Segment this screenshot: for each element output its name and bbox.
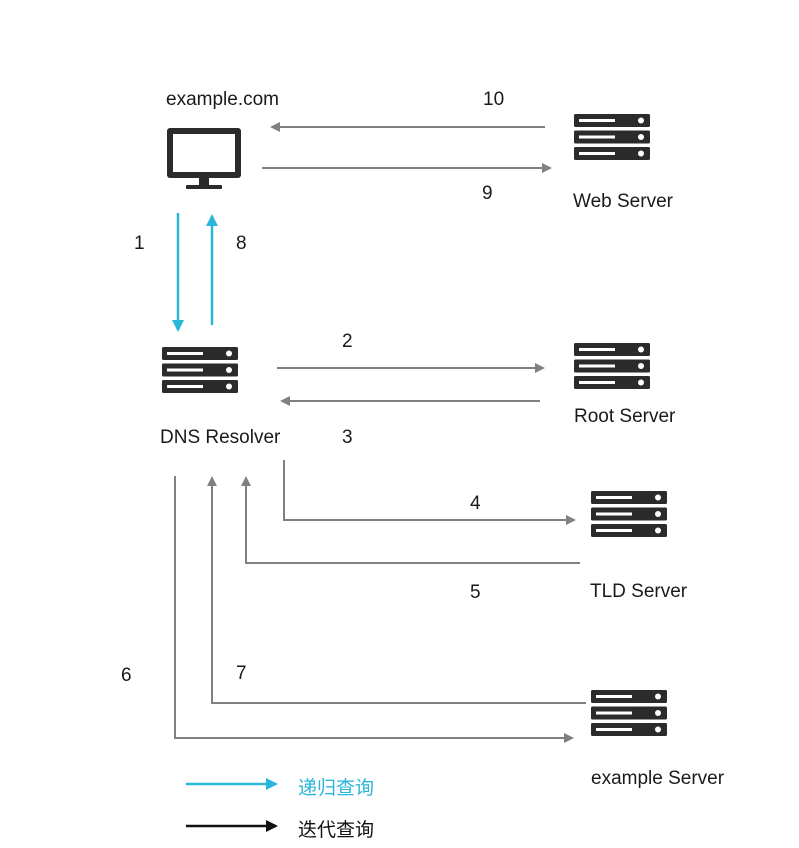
legend-iterative-label: 迭代查询 — [298, 820, 375, 841]
root-server-label: Root Server — [574, 406, 676, 427]
step-number-9: 9 — [482, 183, 493, 204]
tld-server-label: TLD Server — [590, 581, 688, 602]
server-icon — [162, 347, 238, 393]
step-number-2: 2 — [342, 331, 353, 352]
arrow-step-6 — [174, 476, 574, 743]
server-icon — [574, 343, 650, 389]
server-icon — [591, 491, 667, 537]
step-number-8: 8 — [236, 233, 247, 254]
server-icon — [574, 114, 650, 160]
step-number-10: 10 — [483, 89, 505, 110]
step-number-7: 7 — [236, 663, 247, 684]
arrow-step-5 — [241, 476, 580, 564]
legend-recursive-label: 递归查询 — [298, 778, 375, 799]
step-number-5: 5 — [470, 582, 481, 603]
arrow-step-4 — [283, 460, 576, 525]
step-number-3: 3 — [342, 427, 353, 448]
client-label: example.com — [166, 89, 279, 110]
resolver-label: DNS Resolver — [160, 427, 281, 448]
step-number-4: 4 — [470, 493, 481, 514]
step-number-6: 6 — [121, 665, 132, 686]
step-number-1: 1 — [134, 233, 145, 254]
monitor-icon — [167, 128, 241, 189]
arrow-step-7 — [207, 476, 586, 704]
web-server-label: Web Server — [573, 191, 673, 212]
server-icon — [591, 690, 667, 736]
example-server-label: example Server — [591, 768, 725, 789]
